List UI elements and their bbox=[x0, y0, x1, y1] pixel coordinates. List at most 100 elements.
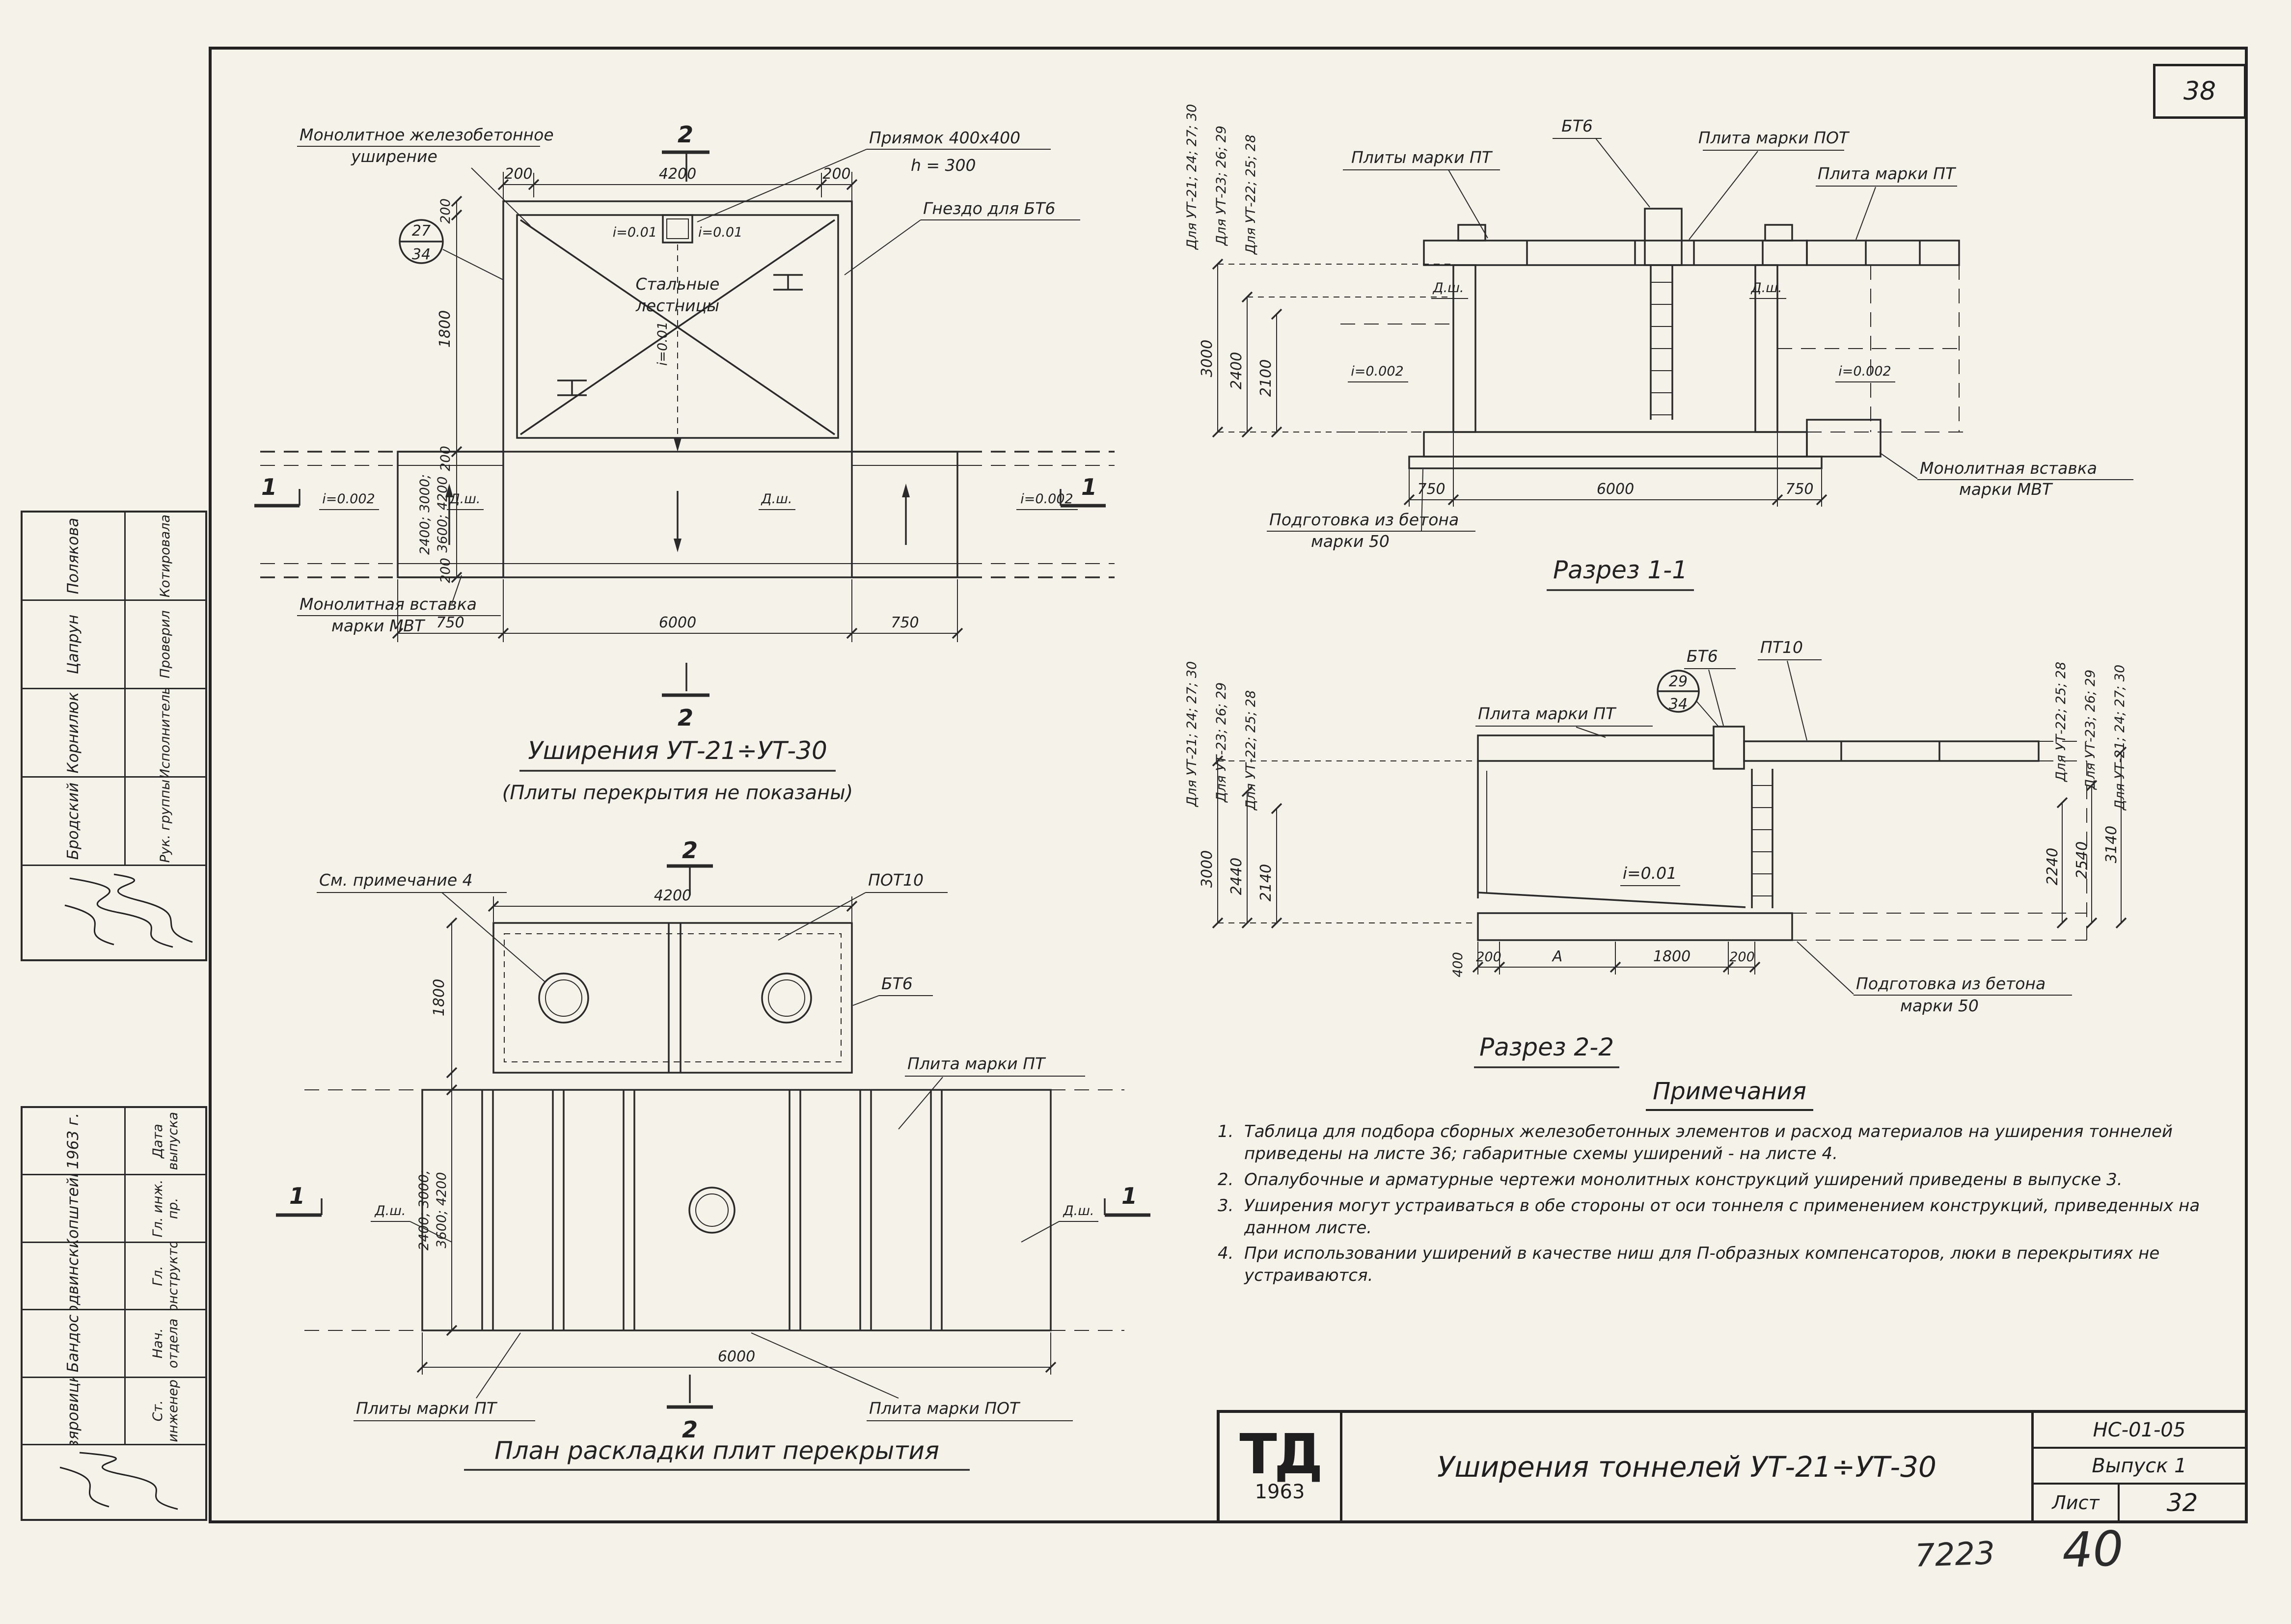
signature-stamp-lower-grid: Козяровицкий Бандос Родвинский Копштейн … bbox=[21, 1106, 207, 1521]
stamp-role: Ст. инженер bbox=[124, 1378, 205, 1445]
logo-td: ТД bbox=[1239, 1423, 1323, 1487]
height-left-3: 2140 bbox=[1257, 864, 1275, 901]
monolithic-insert-left bbox=[397, 451, 504, 578]
section-mark-2-label: 2 bbox=[682, 1416, 698, 1443]
note-item-4: 4. При использовании уширений в качестве… bbox=[1218, 1243, 2241, 1287]
monolithic-widening-label-line1: Монолитное железобетонное bbox=[300, 125, 554, 144]
callout-plates-pt: Плиты марки ПТ bbox=[1343, 148, 1500, 239]
note-text: Таблица для подбора сборных железобетонн… bbox=[1244, 1122, 2173, 1164]
plan-left-dimension-chain: 200 1800 200 2400; 3000; 3600; 4200 200 bbox=[417, 195, 463, 583]
dsh-right-label: Д.ш. bbox=[1751, 280, 1782, 296]
section-mark-1-right: 1 bbox=[1060, 474, 1106, 508]
chamber-axis: i=0.01 bbox=[655, 244, 682, 452]
layout-title: План раскладки плит перекрытия bbox=[464, 1436, 970, 1471]
dim-left-1800: 1800 bbox=[431, 979, 448, 1016]
stamp-name: Козяровицкий bbox=[23, 1378, 124, 1445]
stamp-name: Корнилюк bbox=[23, 689, 124, 778]
adjacent-tunnel-right bbox=[1777, 240, 1964, 433]
pot-slab-over-widening bbox=[492, 922, 853, 1074]
dsh-left-label: Д.ш. bbox=[1433, 280, 1464, 296]
plan-title: Уширения УТ-21÷УТ-30 (Плиты перекрытия н… bbox=[502, 736, 853, 804]
dim-200-left: 200 bbox=[504, 165, 532, 183]
stamp-role: Проверил bbox=[124, 601, 205, 689]
callout-bt6: БТ6 bbox=[1553, 116, 1650, 208]
signature-scribble bbox=[64, 873, 193, 948]
detail-bubble-27-34: 27 34 bbox=[399, 219, 504, 280]
section-mark-2-bottom: 2 bbox=[667, 1375, 713, 1443]
section-2-2-title: Разрез 2-2 bbox=[1474, 1033, 1619, 1068]
dsh-right-label: Д.ш. bbox=[1063, 1203, 1094, 1218]
pt-label: Плита марки ПТ bbox=[1478, 704, 1617, 723]
sheet-title: Уширения тоннелей УТ-21÷УТ-30 bbox=[1437, 1450, 1936, 1484]
tunnel-slab-plates bbox=[304, 1089, 1124, 1331]
slope-label: i=0.01 bbox=[1620, 864, 1680, 886]
title-block-right-column: НС-01-05 Выпуск 1 Лист 32 bbox=[2031, 1413, 2245, 1520]
dim-750-right: 750 bbox=[1785, 481, 1813, 498]
detail-number-bottom: 34 bbox=[1669, 696, 1688, 713]
height-left-2: 2440 bbox=[1228, 858, 1245, 895]
note-item-3: 3. Уширения могут устраиваться в обе сто… bbox=[1218, 1195, 2241, 1239]
beam-seat-symbol-left bbox=[557, 379, 587, 396]
height-right-1: 2240 bbox=[2044, 848, 2061, 885]
prep-label-line1: Подготовка из бетона bbox=[1856, 974, 2046, 993]
dim-4200: 4200 bbox=[659, 165, 696, 183]
pt-bottom-label: Плиты марки ПТ bbox=[356, 1399, 498, 1418]
pit-label: Приямок 400х400 bbox=[869, 128, 1020, 147]
dim-6000: 6000 bbox=[659, 614, 696, 631]
layout-left-dimension-chain: 1800 2400; 3000; 3600; 4200 bbox=[416, 917, 458, 1336]
title-block: ТД 1963 Уширения тоннелей УТ-21÷УТ-30 НС… bbox=[1217, 1410, 2248, 1523]
dsh-and-slope-labels: Д.ш. Д.ш. i=0.002 i=0.002 bbox=[1348, 280, 1895, 382]
dim-750-left: 750 bbox=[1417, 481, 1445, 498]
section-mark-2-label: 2 bbox=[678, 704, 693, 731]
section-mark-1-label: 1 bbox=[1121, 1183, 1137, 1209]
tunnel-continuation-right bbox=[1792, 761, 2087, 941]
dsh-labels: Д.ш. Д.ш. bbox=[371, 1203, 1098, 1243]
plan-widening-drawing: 2 200 4200 200 i=0.01 i=0.01 bbox=[254, 121, 1115, 804]
dim-200-right: 200 bbox=[822, 165, 850, 183]
callout-pt-right: Плита марки ПТ bbox=[1816, 164, 1957, 240]
detail-bubble-29-34: 29 34 bbox=[1657, 670, 1719, 727]
plan-title-text: Уширения УТ-21÷УТ-30 bbox=[528, 736, 827, 765]
bt6-label: БТ6 bbox=[881, 974, 913, 993]
plan-top-dimension: 200 4200 200 bbox=[497, 165, 858, 200]
callout-pt-bottom: Плиты марки ПТ bbox=[354, 1332, 535, 1421]
stamp-name: Копштейн bbox=[23, 1175, 124, 1243]
stamp-name: 1963 г. bbox=[23, 1108, 124, 1176]
dim-1800: 1800 bbox=[1653, 948, 1691, 965]
sheet-number: 32 bbox=[2166, 1488, 2198, 1517]
insert-label-line1: Монолитная вставка bbox=[1920, 459, 2097, 478]
variant-label-3: Для УТ-22; 25; 28 bbox=[1243, 135, 1258, 255]
section-mark-1-label: 1 bbox=[261, 474, 277, 500]
layout-top-dimension: 4200 bbox=[488, 887, 858, 922]
prep-label-line1: Подготовка из бетона bbox=[1269, 510, 1459, 529]
callout-bt6: БТ6 bbox=[852, 974, 933, 1006]
stamp-name: Бандос bbox=[23, 1310, 124, 1378]
slope-right-label: i=0.002 bbox=[1838, 364, 1891, 379]
pot10-label: ПОТ10 bbox=[868, 870, 924, 890]
sheet-number-row: Лист 32 bbox=[2034, 1485, 2245, 1520]
note-number: 2. bbox=[1218, 1169, 1234, 1190]
dim-750-left: 750 bbox=[436, 614, 464, 631]
dim-400: 400 bbox=[1450, 952, 1466, 977]
section-mark-1-right: 1 bbox=[1104, 1183, 1150, 1217]
see-note-label: См. примечание 4 bbox=[319, 870, 473, 890]
height-right-3: 3140 bbox=[2103, 826, 2120, 863]
stamp-role: Рук. группы bbox=[124, 778, 205, 866]
height-right-2: 2540 bbox=[2073, 841, 2091, 879]
notes-title: Примечания bbox=[1218, 1078, 2241, 1111]
variant-label-3: Для УТ-22; 25; 28 bbox=[1243, 690, 1258, 811]
variant-label-2: Для УТ-23; 26; 29 bbox=[1214, 682, 1229, 803]
slope-left-label: i=0.002 bbox=[1351, 364, 1403, 379]
pt10-label: ПТ10 bbox=[1760, 638, 1803, 657]
ladder-section bbox=[1650, 265, 1673, 420]
signature-stamp-lower: Козяровицкий Бандос Родвинский Копштейн … bbox=[21, 1106, 207, 1521]
note-text: Уширения могут устраиваться в обе сторон… bbox=[1244, 1195, 2200, 1238]
dim-left-widths-2: 3600; 4200 bbox=[434, 1172, 449, 1248]
bt6-label: БТ6 bbox=[1561, 116, 1593, 135]
callout-pt-right: Плита марки ПТ bbox=[898, 1054, 1085, 1130]
section-1-1-title: Разрез 1-1 bbox=[1547, 556, 1694, 591]
dsh-left-label: Д.ш. bbox=[449, 491, 481, 507]
callout-bt6: БТ6 bbox=[1684, 647, 1736, 726]
variant-labels-left: Для УТ-21; 24; 27; 30 Для УТ-23; 26; 29 … bbox=[1184, 104, 1258, 255]
section-bottom-dimension: 750 6000 750 bbox=[1403, 433, 1827, 507]
